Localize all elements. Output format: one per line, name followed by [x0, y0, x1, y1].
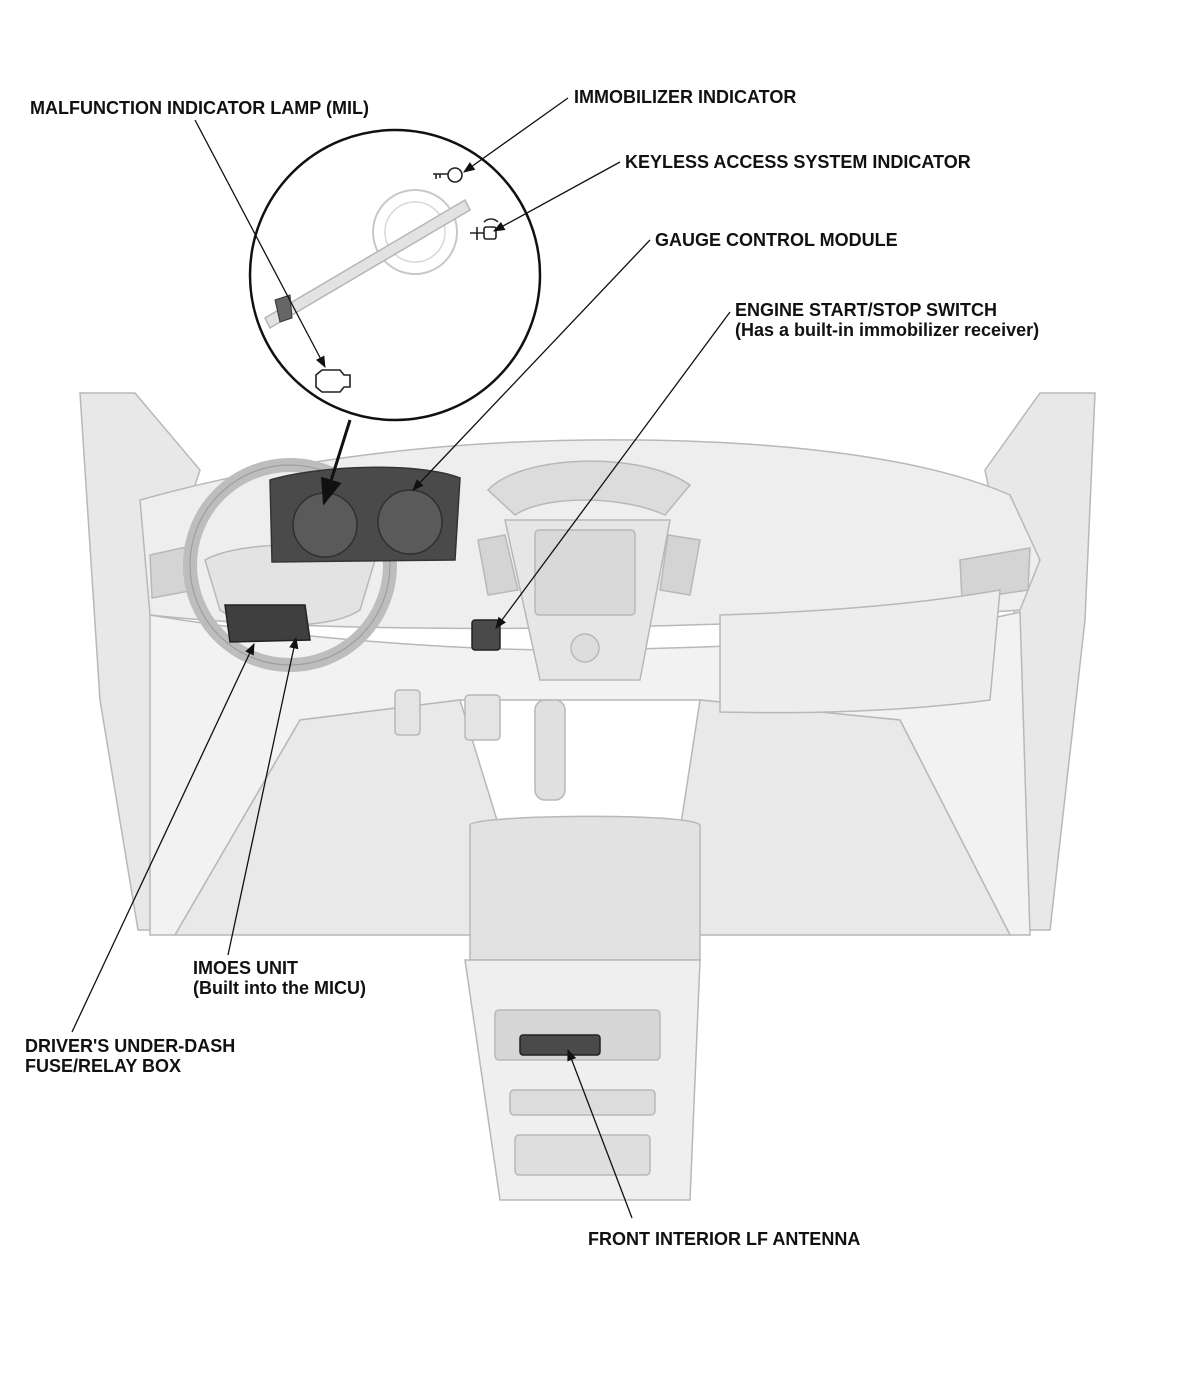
label-front-interior-lf-antenna: FRONT INTERIOR LF ANTENNA — [588, 1229, 861, 1249]
label-mil: MALFUNCTION INDICATOR LAMP (MIL) — [30, 98, 369, 118]
check-engine-icon — [315, 369, 351, 393]
leader-engine-start — [495, 311, 731, 629]
car-interior — [79, 392, 1096, 1201]
leader-lines — [71, 97, 731, 1219]
leader-inset — [320, 419, 352, 506]
label-gauge-control-module: GAUGE CONTROL MODULE — [655, 230, 898, 250]
label-immobilizer-indicator: IMMOBILIZER INDICATOR — [574, 87, 797, 107]
label-engine-start-stop-switch: ENGINE START/STOP SWITCH (Has a built-in… — [735, 300, 1039, 340]
label-imoes-unit: IMOES UNIT (Built into the MICU) — [193, 958, 366, 998]
immobilizer-key-icon — [433, 167, 463, 183]
gauge-inset-circle — [248, 128, 542, 422]
leader-mil — [194, 119, 326, 369]
imoes-line2: (Built into the MICU) — [193, 978, 366, 998]
leader-imoes — [227, 636, 299, 956]
leader-keyless — [492, 161, 621, 232]
leader-immobilizer — [463, 97, 569, 173]
imoes-line1: IMOES UNIT — [193, 958, 299, 978]
leader-fuse — [71, 642, 255, 1033]
fuse-line2: FUSE/RELAY BOX — [25, 1056, 182, 1076]
engine-start-line1: ENGINE START/STOP SWITCH — [735, 300, 998, 320]
engine-start-line2: (Has a built-in immobilizer receiver) — [735, 320, 1040, 340]
label-under-dash-fuse-box: DRIVER'S UNDER-DASH FUSE/RELAY BOX — [25, 1036, 235, 1076]
leader-antenna — [567, 1048, 633, 1219]
leader-gauge — [412, 239, 651, 491]
fuse-line1: DRIVER'S UNDER-DASH — [25, 1036, 236, 1056]
label-keyless-access-indicator: KEYLESS ACCESS SYSTEM INDICATOR — [625, 152, 971, 172]
